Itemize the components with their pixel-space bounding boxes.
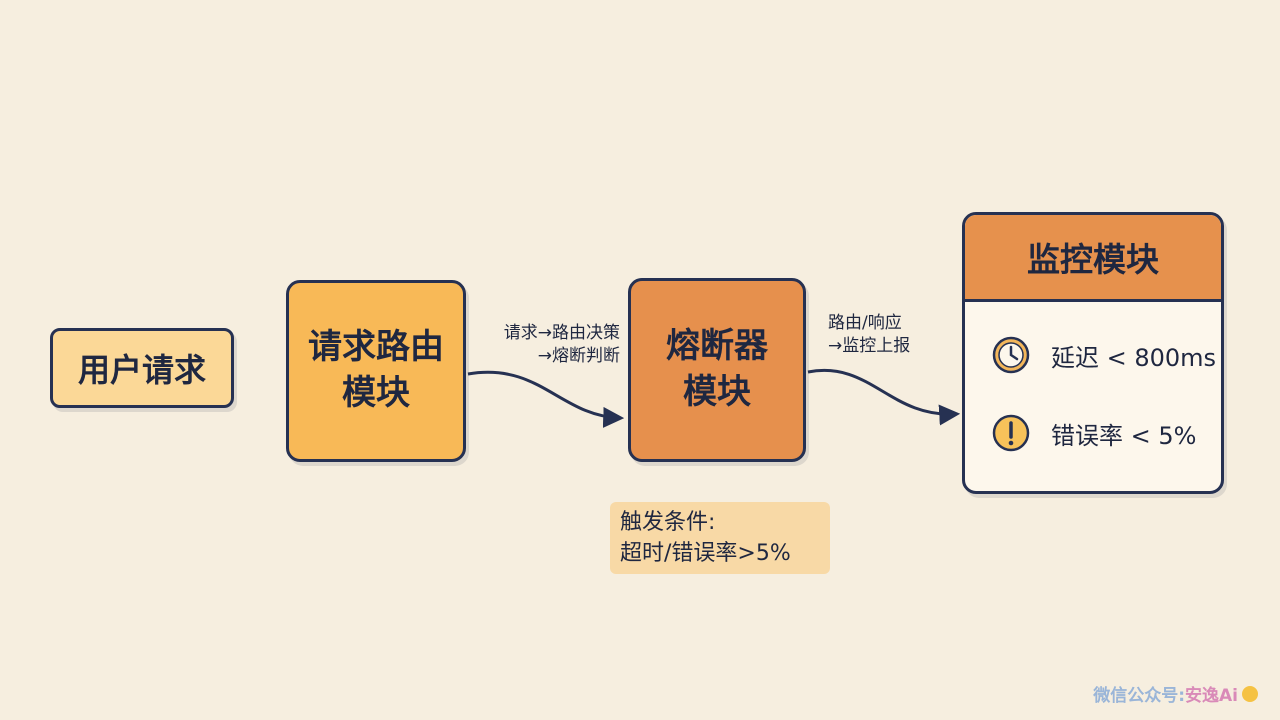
edge-label-router-breaker: 请求→路由决策 →熔断判断 bbox=[503, 323, 620, 366]
metric-latency: 延迟 < 800ms bbox=[991, 335, 1216, 375]
arrow-breaker-to-monitor bbox=[807, 368, 961, 426]
watermark-name: 安逸Ai bbox=[1185, 686, 1238, 706]
exclamation-icon bbox=[992, 414, 1030, 452]
watermark: 微信公众号: 安逸Ai bbox=[1093, 681, 1258, 706]
watermark-prefix: 微信公众号: bbox=[1093, 686, 1186, 706]
clock-icon bbox=[992, 336, 1030, 374]
monitor-module-node: 监控模块 延迟 < 800ms 错误率 < 5% bbox=[962, 212, 1224, 494]
arrow-router-to-breaker bbox=[467, 370, 625, 428]
router-module-node: 请求路由 模块 bbox=[286, 280, 466, 462]
chick-icon bbox=[1242, 685, 1258, 702]
trigger-condition-note: 触发条件: 超时/错误率>5% bbox=[610, 502, 830, 574]
circuit-breaker-node: 熔断器 模块 bbox=[628, 278, 806, 462]
circuit-breaker-label: 熔断器 模块 bbox=[666, 326, 768, 412]
monitor-module-title: 监控模块 bbox=[965, 215, 1221, 302]
metric-error-rate-label: 错误率 < 5% bbox=[1051, 421, 1197, 450]
router-module-label: 请求路由 模块 bbox=[308, 327, 444, 413]
metric-error-rate: 错误率 < 5% bbox=[991, 413, 1196, 453]
user-request-label: 用户请求 bbox=[77, 351, 206, 389]
user-request-node: 用户请求 bbox=[50, 328, 234, 408]
metric-latency-label: 延迟 < 800ms bbox=[1051, 343, 1217, 372]
edge-label-breaker-monitor: 路由/响应 →监控上报 bbox=[828, 313, 911, 356]
